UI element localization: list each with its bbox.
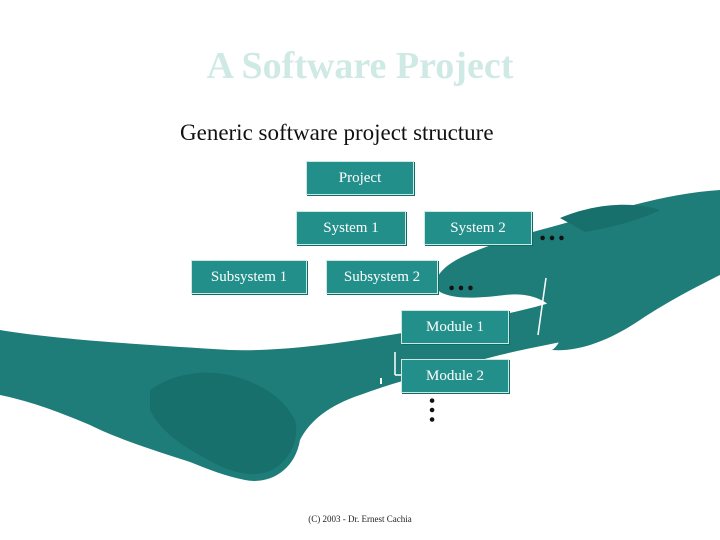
system-1-node-label: System 1	[323, 219, 379, 236]
modules-ellipsis: …	[423, 396, 454, 425]
module-1-node: Module 1	[401, 310, 509, 344]
module-1-node-label: Module 1	[426, 318, 484, 335]
subsystems-ellipsis: …	[447, 266, 476, 297]
left-hand-fingers	[150, 372, 297, 475]
right-hand-thumb	[560, 204, 660, 232]
subsystem-2-node: Subsystem 2	[326, 260, 438, 294]
left-hand-shape	[0, 296, 610, 481]
slide-subtitle: Generic software project structure	[180, 120, 494, 145]
slide-title: A Software Project	[206, 45, 514, 87]
system-1-node: System 1	[296, 211, 406, 245]
right-hand-shape	[436, 190, 720, 351]
subsystem-2-node-label: Subsystem 2	[343, 268, 421, 285]
module-2-node: Module 2	[401, 359, 509, 393]
subsystem-1-node: Subsystem 1	[191, 260, 307, 294]
copyright-footer: (C) 2003 - Dr. Ernest Cachia	[308, 514, 412, 524]
subsystem-1-node-label: Subsystem 1	[210, 268, 288, 285]
systems-ellipsis: …	[538, 216, 567, 247]
project-node: Project	[306, 161, 414, 195]
module-2-node-label: Module 2	[426, 367, 484, 384]
project-node-label: Project	[338, 169, 382, 186]
system-2-node: System 2	[424, 211, 532, 245]
system-2-node-label: System 2	[450, 219, 506, 236]
